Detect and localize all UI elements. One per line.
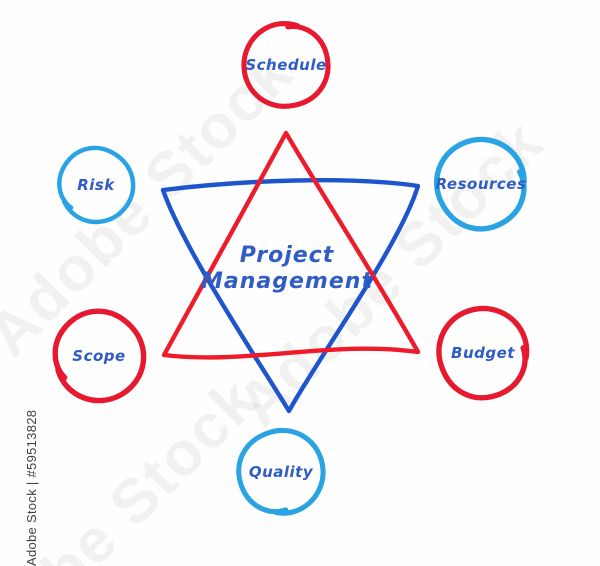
red-upward-triangle <box>161 130 421 360</box>
resources-ring-icon <box>434 136 527 232</box>
node-label-risk: Risk <box>77 176 115 194</box>
node-quality: Quality <box>231 422 331 522</box>
schedule-ring-icon <box>241 21 331 109</box>
quality-ring-icon <box>236 427 326 516</box>
node-label-budget: Budget <box>451 344 515 362</box>
node-label-schedule: Schedule <box>245 56 327 74</box>
risk-ring-icon <box>57 145 136 225</box>
node-label-quality: Quality <box>248 463 314 481</box>
node-resources: Resources <box>428 131 534 237</box>
node-risk: Risk <box>52 141 140 229</box>
center-caption-line2: Management <box>201 269 373 294</box>
blue-downward-triangle <box>160 178 421 414</box>
center-caption-line1: Project <box>239 243 335 268</box>
center-caption: Project Management <box>157 243 417 295</box>
node-label-resources: Resources <box>435 175 527 193</box>
node-schedule: Schedule <box>236 15 336 115</box>
node-scope: Scope <box>46 303 152 409</box>
node-label-scope: Scope <box>72 347 126 365</box>
budget-ring-icon <box>436 305 530 401</box>
scope-ring-icon <box>52 308 147 404</box>
watermark-id-text: Adobe Stock | #59513828 <box>24 409 39 566</box>
node-budget: Budget <box>430 300 536 406</box>
